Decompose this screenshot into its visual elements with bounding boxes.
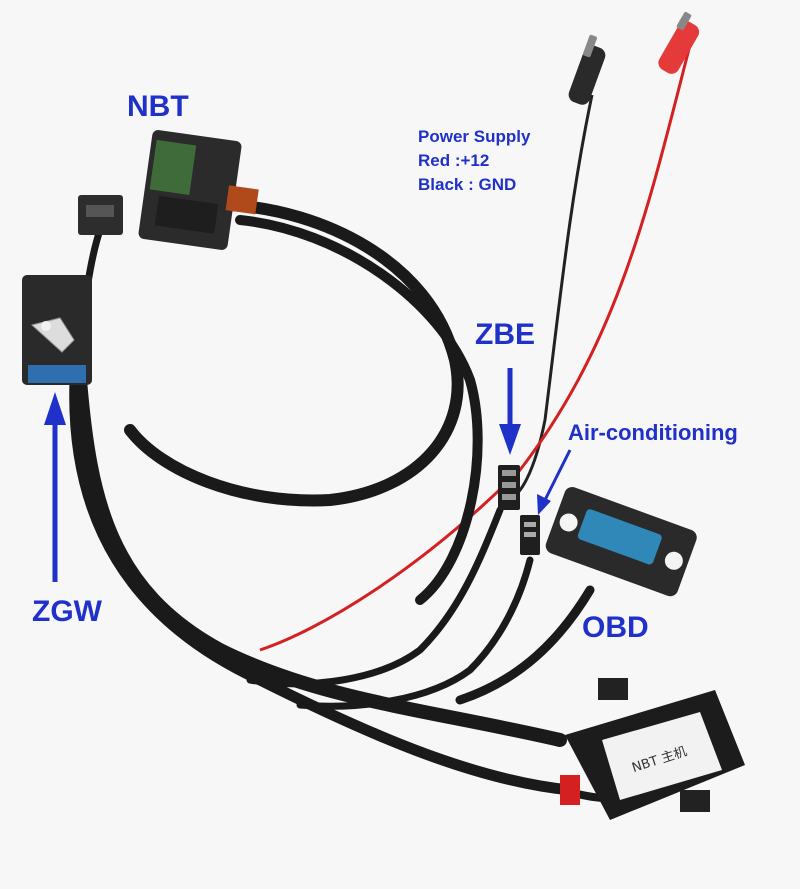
red-power-wire xyxy=(259,44,692,652)
zgw-connector xyxy=(22,275,92,385)
harness-loop-nbt xyxy=(124,199,464,507)
power-supply-black: Black : GND xyxy=(418,175,517,194)
small-quadlock-connector xyxy=(78,195,123,235)
obd-label: OBD xyxy=(582,611,649,644)
black-power-wire xyxy=(504,94,594,502)
harness-ac-branch xyxy=(296,556,534,710)
zbe-arrow-icon xyxy=(499,368,521,455)
red-alligator-clip xyxy=(658,11,700,74)
black-alligator-clip xyxy=(568,34,606,105)
zbe-label: ZBE xyxy=(475,318,535,351)
ac-connector xyxy=(520,515,540,555)
harness-zbe-branch xyxy=(246,506,504,688)
air-conditioning-label: Air-conditioning xyxy=(568,420,738,445)
nbt-label: NBT xyxy=(127,90,189,123)
zgw-arrow-icon xyxy=(44,392,66,582)
harness-loop-outer xyxy=(235,215,483,605)
zbe-connector xyxy=(498,465,520,510)
ac-arrow-icon xyxy=(537,449,572,515)
harness-obd-branch xyxy=(455,585,595,705)
nbt-module-box xyxy=(560,678,745,820)
harness-main-trunk xyxy=(73,373,567,747)
obd-connector xyxy=(545,487,697,597)
nbt-connector xyxy=(138,130,259,250)
power-supply-red: Red :+12 xyxy=(418,151,490,170)
zgw-label: ZGW xyxy=(32,595,102,628)
power-supply-title: Power Supply xyxy=(418,127,531,146)
